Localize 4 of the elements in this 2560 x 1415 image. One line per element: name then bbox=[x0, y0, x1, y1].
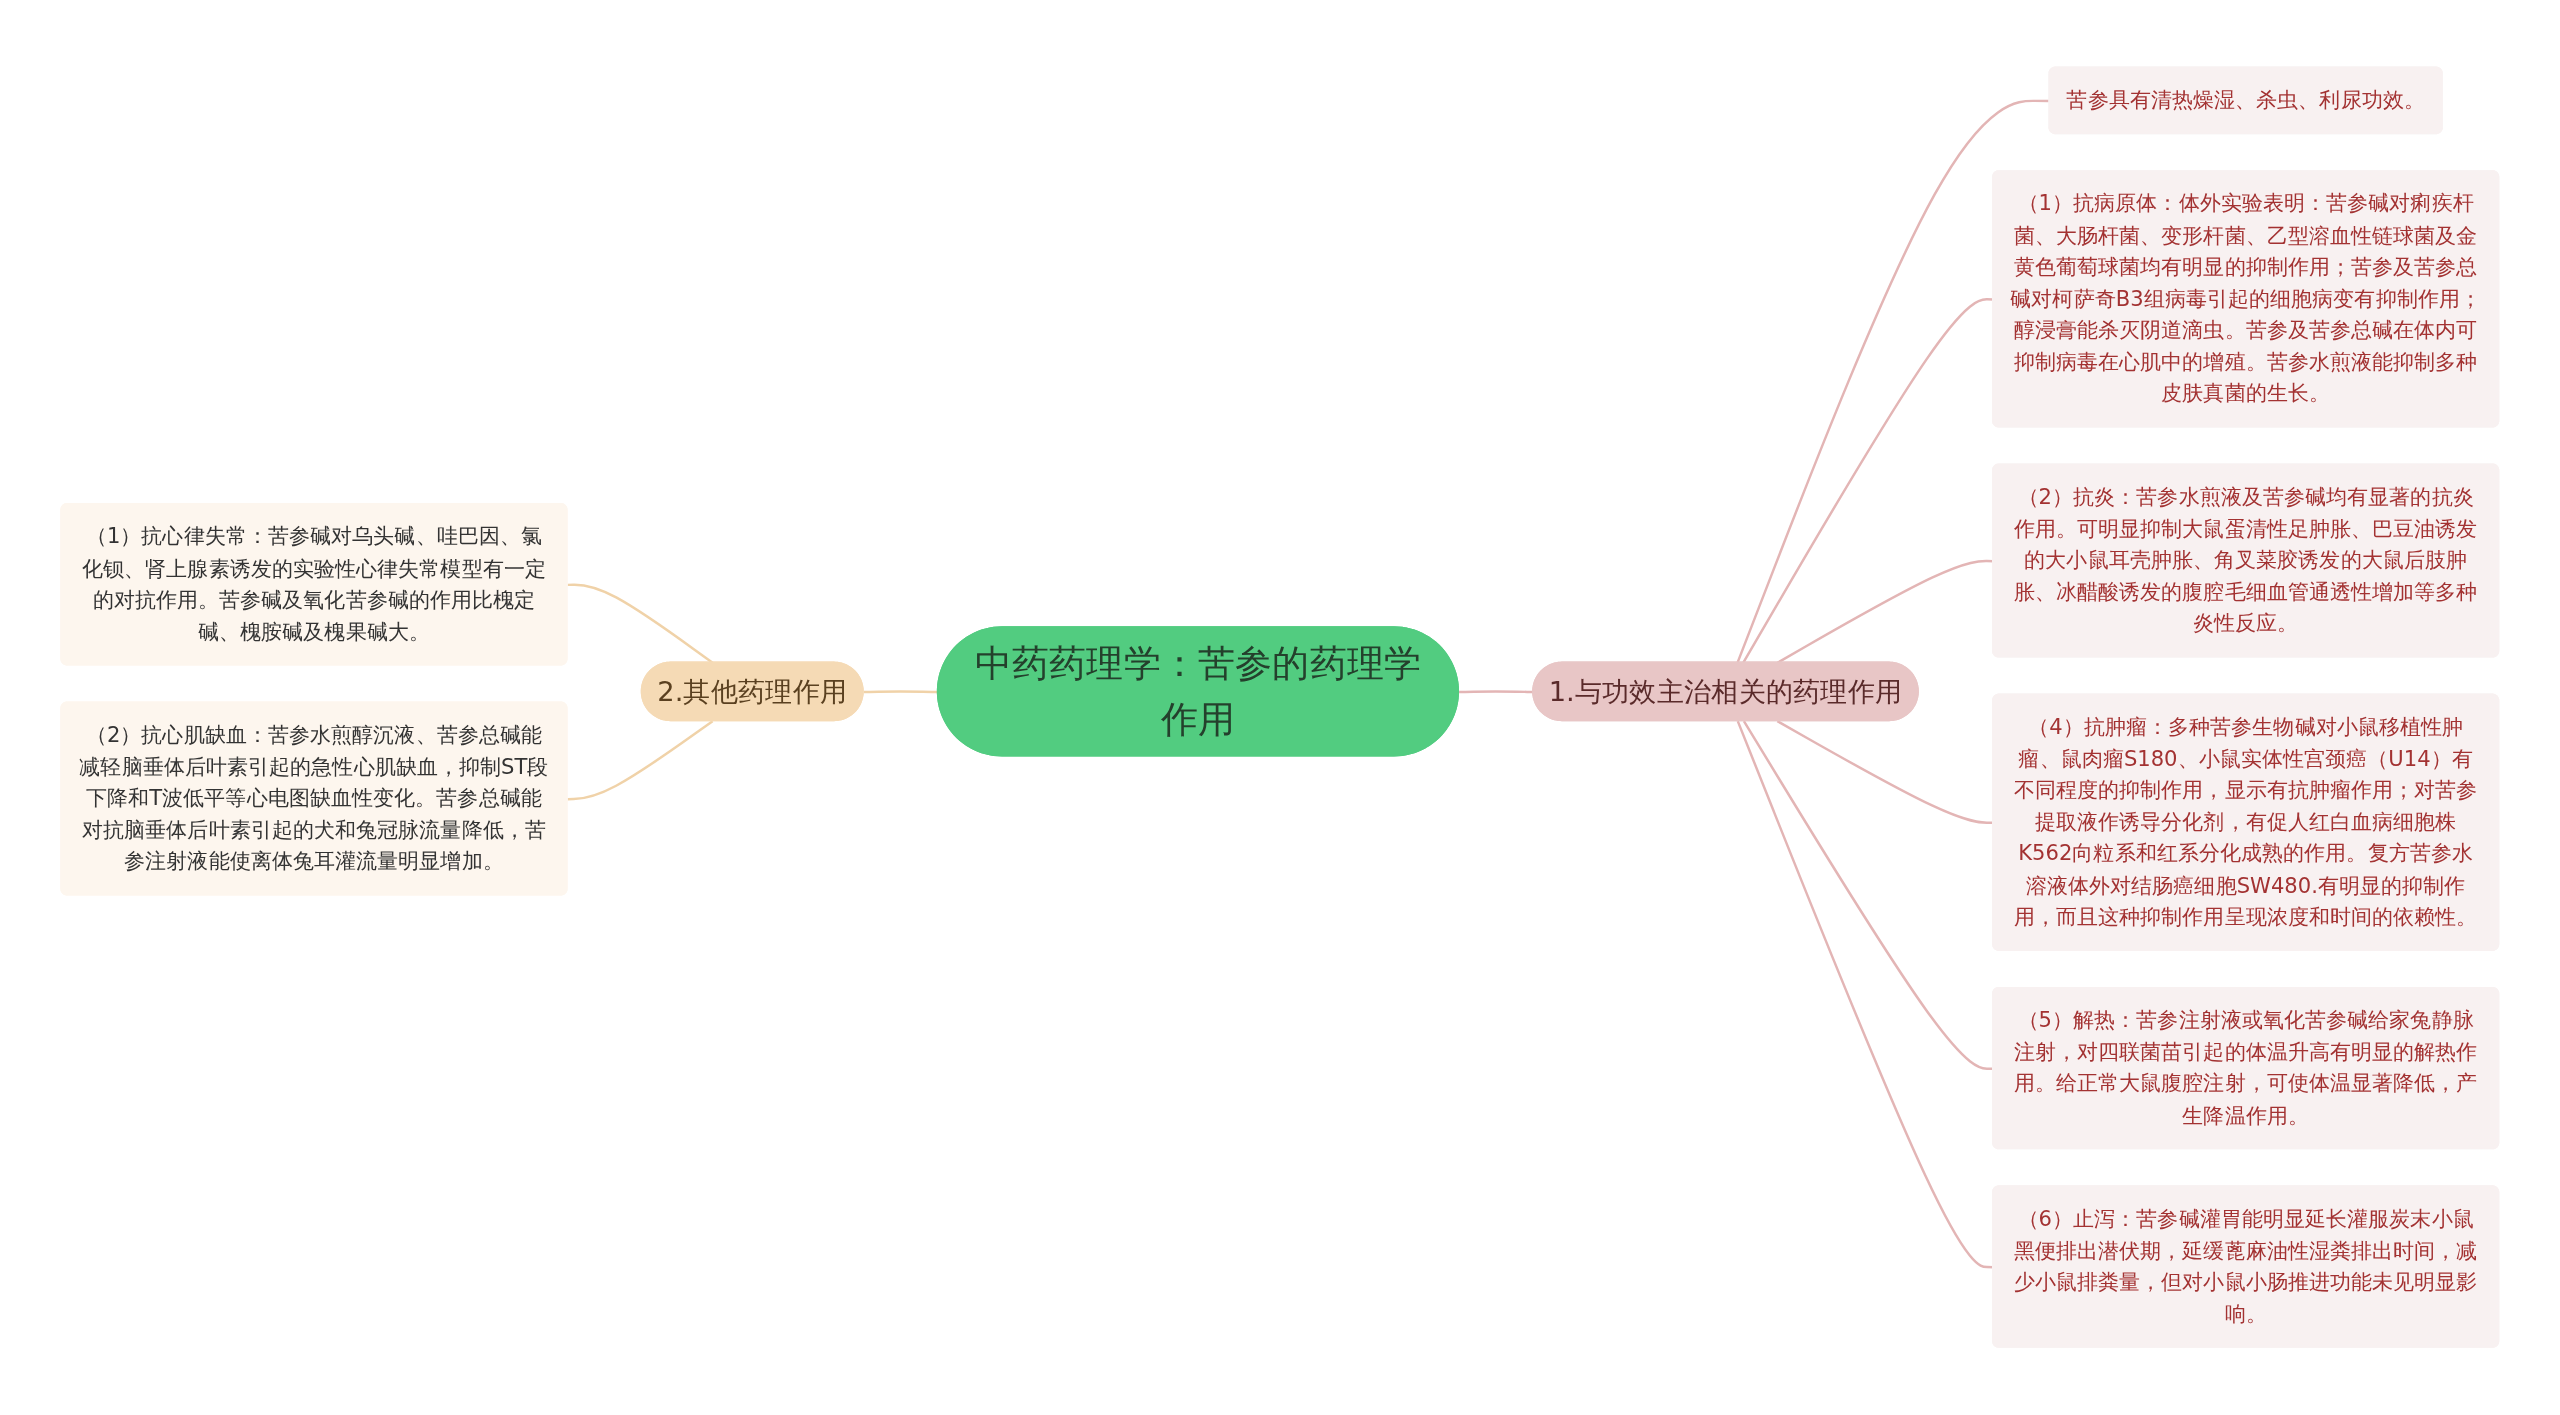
connector bbox=[1459, 690, 1534, 694]
connector bbox=[567, 720, 714, 801]
connector bbox=[1736, 99, 2050, 664]
mind-map-diagram: 2.其他药理作用 （1）抗心律失常：苦参碱对乌头碱、哇巴因、氯化钡、肾上腺素诱发的实验性心律失常模型有一定的对抗作用。苦参碱及氧化苦参碱的作用比槐定碱、槐胺碱及槐果碱大。 （2）抗心肌缺血：苦参水煎醇沉液、苦参总碱能减轻脑垂体后叶素引起的急性心肌缺血，抑制ST段下降和T波低平等心电图缺血性变化。苦参总碱能对抗脑垂体后叶素引起的犬和兔冠脉流量降低，苦参注射液能使离体兔耳灌流量明显增加。 中药药理学：苦参的药理学作用 1.与功效主治相关的药理作用 苦参具有清热燥湿、杀虫、利尿功效。 （1）抗病原体：体外实验表明：苦参碱对痢疾杆菌、大肠杆菌、变形杆菌、乙型溶血性链球菌及金黄色葡萄球菌均有明显的抑制作用；苦参及苦参总碱对柯萨奇B3组病毒引起的细胞病变有抑制作用；醇浸膏能杀灭阴道滴虫。苦参及苦参总碱在体内可抑制病毒在心肌中的增殖。苦参水煎液能抑制多种皮肤真菌的生长。 （2）抗炎：苦参水煎液及苦参碱均有显著的抗炎作用。可明显抑制大鼠蛋清性足肿胀、巴豆油诱发的大小鼠耳壳肿胀、角叉菜胶诱发的大鼠后肢肿胀、冰醋酸诱发的腹腔毛细血管通透性增加等多种炎性反应。 （4）抗肿瘤：多种苦参生物碱对小鼠移植性肿瘤、鼠肉瘤S180、小鼠实体性宫颈癌（U14）有不同程度的抑制作用，显示有抗肿瘤作用；对苦参提取液作诱导分化剂，有促人红白血病细胞株K562向粒系和红系分化成熟的作用。复方苦参水溶液体外对结肠癌细胞SW480.有明显的抑制作用，而且这种抑制作用呈现浓度和时间的依赖性。 （5）解热：苦参注射液或氧化苦参碱给家兔静脉注射，对四联菌苗引起的体温升高有明显的解热作用。给正常大鼠腹腔注射，可使体温显著降低，产生降温作用。 （6）止泻：苦参碱灌胃能明显延长灌服炭末小鼠黑便排出潜伏期，延缓蓖麻油性湿粪排出时间，减少小鼠排粪量，但对小鼠小肠推进功能未见明显影响。 bbox=[51, 28, 2509, 1387]
